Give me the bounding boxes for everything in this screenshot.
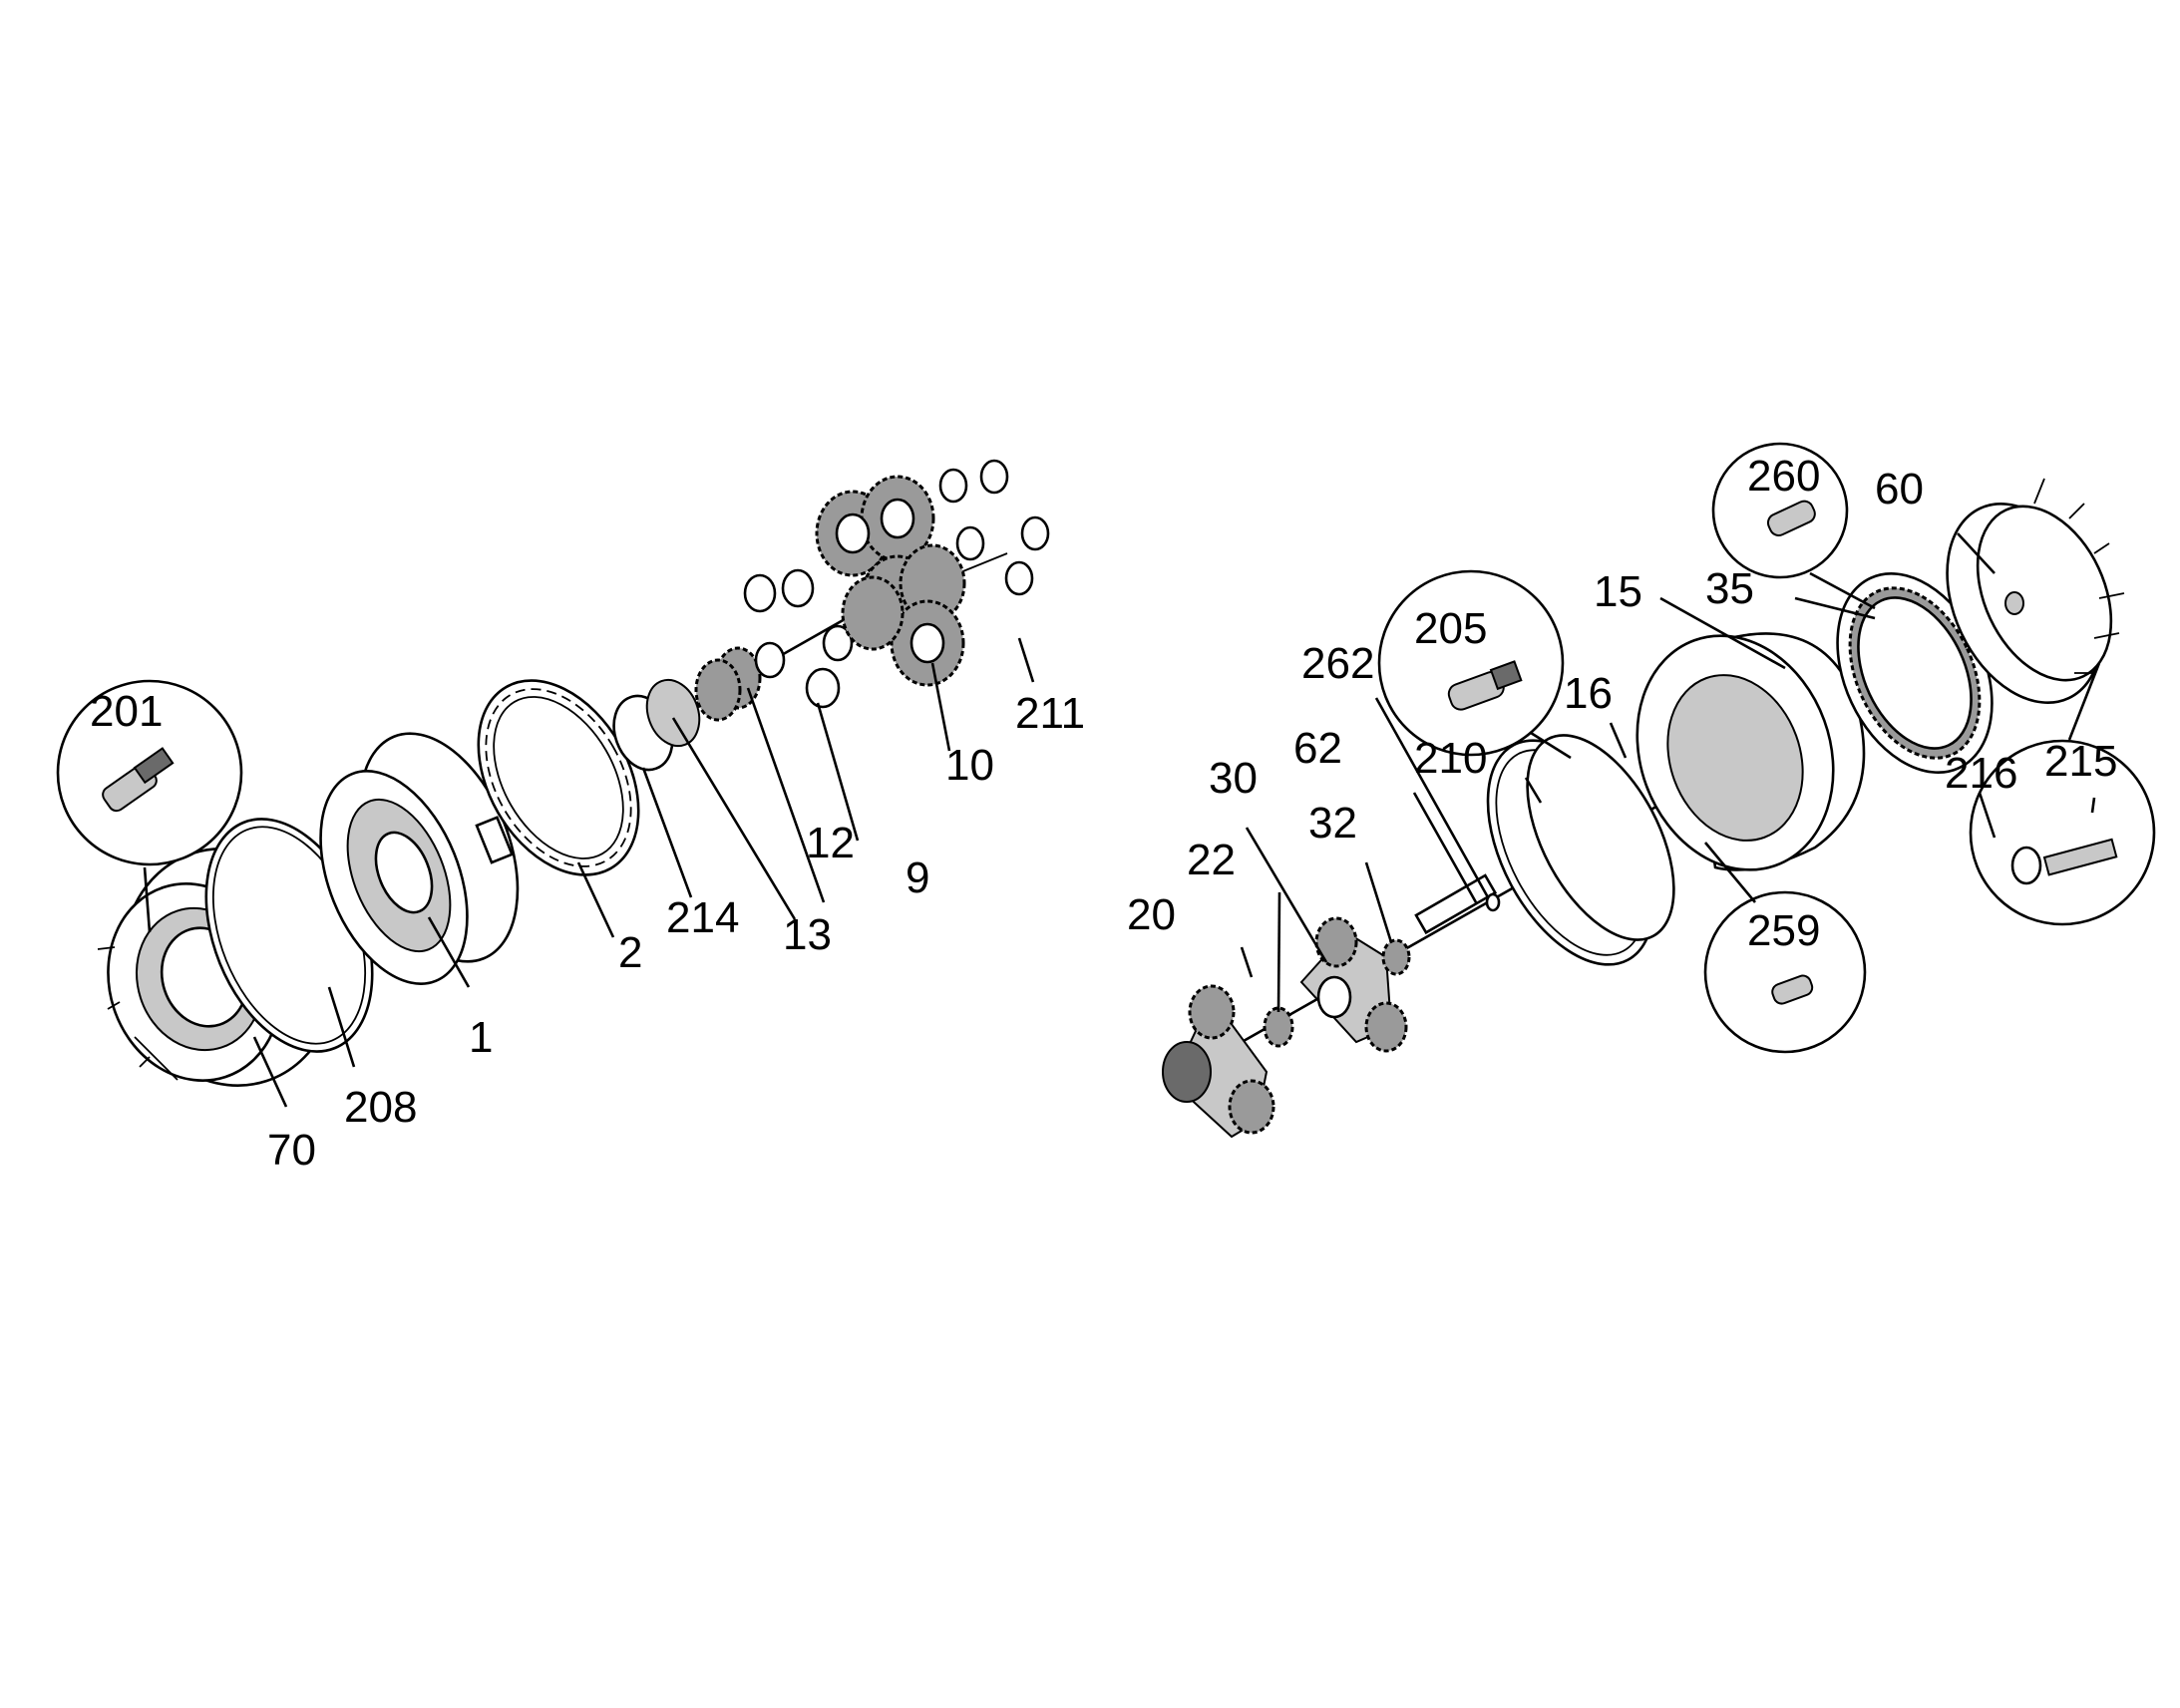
label-211: 211 xyxy=(1015,689,1085,738)
part-12-sun-gear xyxy=(694,646,762,722)
label-70: 70 xyxy=(267,1126,316,1175)
label-15: 15 xyxy=(1594,567,1642,616)
label-205: 205 xyxy=(1414,604,1487,653)
part-62-shaft xyxy=(1414,873,1498,935)
callout-labels: 201 70 208 1 2 214 13 12 9 10 211 20 22 … xyxy=(90,452,2117,1175)
part-20-carrier xyxy=(1162,984,1275,1139)
part-262-o-ring xyxy=(1485,892,1501,912)
part-22-gear xyxy=(1263,1006,1294,1048)
label-259: 259 xyxy=(1747,906,1820,955)
detail-215-bubble xyxy=(1969,662,2156,926)
part-1-hub xyxy=(319,732,520,985)
part-9-washers xyxy=(743,568,854,709)
part-211-washers xyxy=(938,459,1050,596)
label-1: 1 xyxy=(469,1013,493,1062)
label-201: 201 xyxy=(90,687,163,736)
label-2: 2 xyxy=(618,928,642,977)
part-32-gear xyxy=(1381,938,1411,976)
part-10-planet-gears xyxy=(815,475,966,687)
label-12: 12 xyxy=(806,819,855,867)
label-30: 30 xyxy=(1209,754,1258,803)
label-10: 10 xyxy=(945,741,994,790)
label-260: 260 xyxy=(1747,452,1820,501)
label-216: 216 xyxy=(1945,749,2017,798)
part-15-housing xyxy=(1635,632,1866,871)
part-60-cover xyxy=(1946,478,2125,704)
label-210: 210 xyxy=(1414,734,1487,783)
label-9: 9 xyxy=(906,854,929,902)
part-16-seal xyxy=(1526,734,1675,941)
label-208: 208 xyxy=(344,1083,417,1132)
label-262: 262 xyxy=(1301,639,1374,688)
label-62: 62 xyxy=(1293,724,1342,773)
part-13-thrust-plate xyxy=(645,678,701,748)
leader-lines xyxy=(252,532,2096,1108)
label-22: 22 xyxy=(1187,836,1236,884)
detail-259-bubble xyxy=(1703,842,1867,1054)
label-20: 20 xyxy=(1127,890,1176,939)
label-16: 16 xyxy=(1564,669,1613,718)
detail-260-bubble xyxy=(1711,442,1876,610)
detail-205-bubble xyxy=(1377,569,1572,760)
part-35-ring-gear xyxy=(1836,572,1994,774)
detail-201-bubble xyxy=(56,679,243,933)
label-215: 215 xyxy=(2044,737,2117,786)
label-32: 32 xyxy=(1308,799,1357,848)
label-13: 13 xyxy=(783,910,832,959)
label-214: 214 xyxy=(666,893,739,942)
left-assembly xyxy=(56,459,1050,1087)
label-35: 35 xyxy=(1705,564,1754,613)
label-60: 60 xyxy=(1875,465,1924,513)
right-assembly xyxy=(1162,442,2156,1139)
